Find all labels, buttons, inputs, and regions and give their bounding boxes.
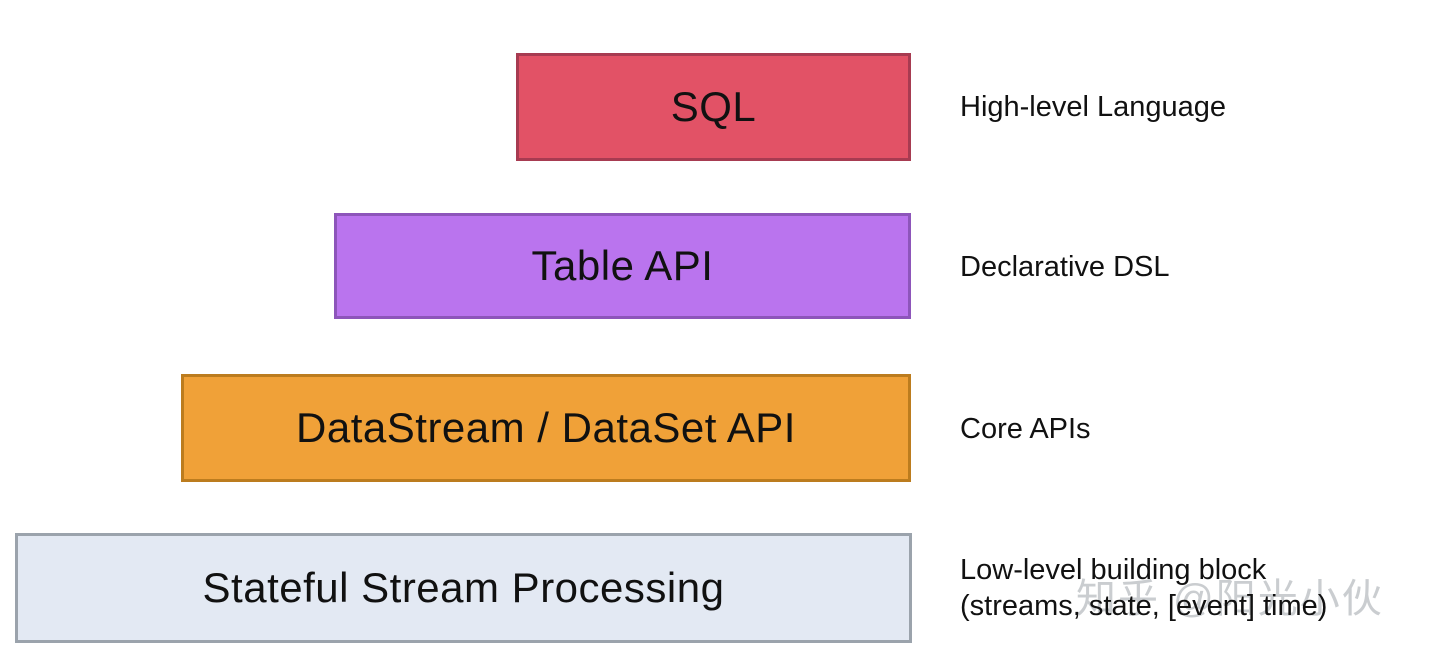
layer-annotation-low-level: Low-level building block (streams, state…	[960, 552, 1327, 624]
layer-annotation-core-apis: Core APIs	[960, 413, 1091, 445]
layer-box-datastream-dataset-api: DataStream / DataSet API	[181, 374, 911, 482]
layer-box-stateful-stream-processing: Stateful Stream Processing	[15, 533, 912, 643]
zhihu-watermark: 知乎 @阳光小伙	[1076, 577, 1384, 621]
low-level-annotation-line2: (streams, state, [event] time)	[960, 590, 1328, 622]
layer-box-table-api: Table API	[334, 213, 911, 319]
layer-box-sql: SQL	[516, 53, 911, 161]
layer-annotation-sql: High-level Language	[960, 91, 1227, 123]
layer-annotation-table-api: Declarative DSL	[960, 251, 1170, 283]
low-level-annotation-line1: Low-level building block	[960, 554, 1267, 586]
